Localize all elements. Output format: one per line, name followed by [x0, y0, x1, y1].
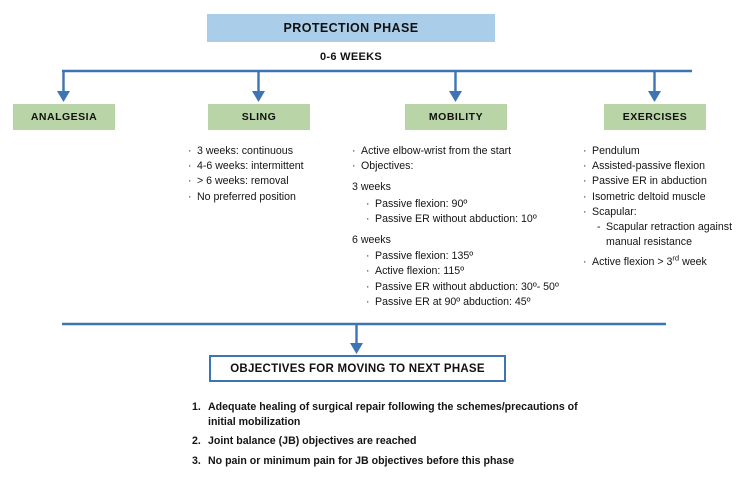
- exercise-bullet-last: Active flexion > 3rd week: [592, 255, 753, 270]
- category-label-exercises: EXERCISES: [622, 111, 688, 123]
- objective-text-2: Joint balance (JB) objectives are reache…: [208, 435, 417, 448]
- objective-number-1: 1.: [192, 401, 201, 413]
- objectives-title-box: OBJECTIVES FOR MOVING TO NEXT PHASE: [209, 355, 506, 382]
- mobility-group-heading-3weeks: 3 weeks: [352, 181, 391, 194]
- sling-bullet-2: > 6 weeks: removal: [197, 175, 289, 188]
- ordinal-suffix: rd: [672, 253, 680, 263]
- bullet-icon: ·: [583, 160, 587, 173]
- objectives-list: 1. Adequate healing of surgical repair f…: [192, 400, 592, 473]
- dash-icon: -: [597, 221, 601, 234]
- list-item: 2. Joint balance (JB) objectives are rea…: [192, 434, 592, 449]
- list-item: · Active elbow-wrist from the start: [352, 144, 588, 159]
- bullet-icon: ·: [188, 175, 192, 188]
- objective-number-2: 2.: [192, 435, 201, 448]
- mobility-bullet-0: Active elbow-wrist from the start: [361, 145, 512, 157]
- bullet-icon: ·: [583, 190, 587, 203]
- list-item: · Passive ER at 90º abduction: 45º: [366, 295, 588, 310]
- category-label-sling: SLING: [241, 111, 277, 123]
- bullet-icon: ·: [188, 190, 192, 203]
- exercise-last-prefix: Active flexion > 3: [592, 256, 673, 269]
- sling-content: · 3 weeks: continuous · 4-6 weeks: inter…: [188, 144, 356, 205]
- exercise-bullet-3: Isometric deltoid muscle: [592, 190, 706, 203]
- exercises-content: · Pendulum · Assisted-passive flexion · …: [583, 144, 753, 271]
- bullet-icon: ·: [352, 145, 356, 157]
- bullet-icon: ·: [188, 160, 192, 173]
- list-item: · Assisted-passive flexion: [583, 159, 753, 174]
- list-item: · Pendulum: [583, 144, 753, 159]
- list-item: · Passive ER in abduction: [583, 174, 753, 189]
- phase-title: PROTECTION PHASE: [283, 21, 419, 35]
- mobility-content: · Active elbow-wrist from the start · Ob…: [352, 144, 588, 310]
- mobility-group-heading-6weeks: 6 weeks: [352, 234, 391, 247]
- bullet-icon: ·: [366, 250, 370, 263]
- sling-bullet-1: 4-6 weeks: intermittent: [197, 160, 304, 173]
- bullet-icon: ·: [188, 145, 192, 157]
- mobility-6w-item-0: Passive flexion: 135º: [375, 250, 474, 263]
- list-item: · Active flexion > 3rd week: [583, 255, 753, 270]
- phase-title-banner: PROTECTION PHASE: [207, 14, 495, 42]
- list-item: · Scapular:: [583, 205, 753, 220]
- mobility-bullet-1: Objectives:: [361, 160, 414, 173]
- list-item: · Passive ER without abduction: 30º- 50º: [366, 280, 588, 295]
- bullet-icon: ·: [583, 175, 587, 188]
- exercise-sub-item-0: Scapular retraction against manual resis…: [606, 221, 733, 249]
- list-item: · Isometric deltoid muscle: [583, 190, 753, 205]
- list-item: · > 6 weeks: removal: [188, 174, 356, 189]
- list-item: · No preferred position: [188, 190, 356, 205]
- list-item: · Active flexion: 115º: [366, 264, 588, 279]
- objective-number-3: 3.: [192, 454, 201, 467]
- mobility-3w-item-0: Passive flexion: 90º: [375, 197, 468, 210]
- objective-text-1: Adequate healing of surgical repair foll…: [208, 401, 578, 428]
- mobility-6w-item-3: Passive ER at 90º abduction: 45º: [375, 295, 531, 308]
- exercise-bullet-0: Pendulum: [592, 145, 640, 157]
- bullet-icon: ·: [366, 197, 370, 210]
- list-item: · Passive flexion: 135º: [366, 249, 588, 264]
- category-box-mobility: MOBILITY: [405, 104, 507, 130]
- list-item: · Passive ER without abduction: 10º: [366, 212, 588, 227]
- bullet-icon: ·: [583, 205, 587, 218]
- bullet-icon: ·: [366, 295, 370, 308]
- category-box-exercises: EXERCISES: [604, 104, 706, 130]
- mobility-6w-item-1: Active flexion: 115º: [375, 265, 465, 278]
- objective-text-3: No pain or minimum pain for JB objective…: [208, 454, 515, 467]
- exercise-sub-list: - Scapular retraction against manual res…: [597, 220, 753, 250]
- list-item: · Objectives:: [352, 159, 588, 174]
- category-box-sling: SLING: [208, 104, 310, 130]
- mobility-group-items-3weeks: · Passive flexion: 90º · Passive ER with…: [366, 197, 588, 227]
- sling-bullet-3: No preferred position: [197, 190, 296, 203]
- list-item: · Passive flexion: 90º: [366, 197, 588, 212]
- exercise-bullet-1: Assisted-passive flexion: [592, 160, 706, 173]
- bullet-icon: ·: [583, 145, 587, 157]
- bullet-icon: ·: [366, 280, 370, 293]
- mobility-3w-item-1: Passive ER without abduction: 10º: [375, 212, 537, 225]
- objectives-title: OBJECTIVES FOR MOVING TO NEXT PHASE: [230, 362, 485, 375]
- exercise-bullet-2: Passive ER in abduction: [592, 175, 707, 188]
- category-label-mobility: MOBILITY: [428, 111, 484, 123]
- phase-duration-label: 0-6 WEEKS: [320, 51, 382, 63]
- exercise-last-suffix: week: [679, 256, 707, 269]
- list-item: 1. Adequate healing of surgical repair f…: [192, 400, 592, 429]
- sling-bullet-0: 3 weeks: continuous: [197, 145, 293, 157]
- list-item: - Scapular retraction against manual res…: [597, 220, 753, 250]
- bullet-icon: ·: [366, 212, 370, 225]
- exercise-bullet-4: Scapular:: [592, 205, 637, 218]
- bullet-icon: ·: [366, 265, 370, 278]
- mobility-6w-item-2: Passive ER without abduction: 30º- 50º: [375, 280, 559, 293]
- list-item: · 3 weeks: continuous: [188, 144, 356, 159]
- list-item: · 4-6 weeks: intermittent: [188, 159, 356, 174]
- mobility-group-items-6weeks: · Passive flexion: 135º · Active flexion…: [366, 249, 588, 310]
- category-label-analgesia: ANALGESIA: [30, 111, 98, 123]
- category-box-analgesia: ANALGESIA: [13, 104, 115, 130]
- list-item: 3. No pain or minimum pain for JB object…: [192, 454, 592, 469]
- bullet-icon: ·: [583, 256, 587, 269]
- bullet-icon: ·: [352, 160, 356, 173]
